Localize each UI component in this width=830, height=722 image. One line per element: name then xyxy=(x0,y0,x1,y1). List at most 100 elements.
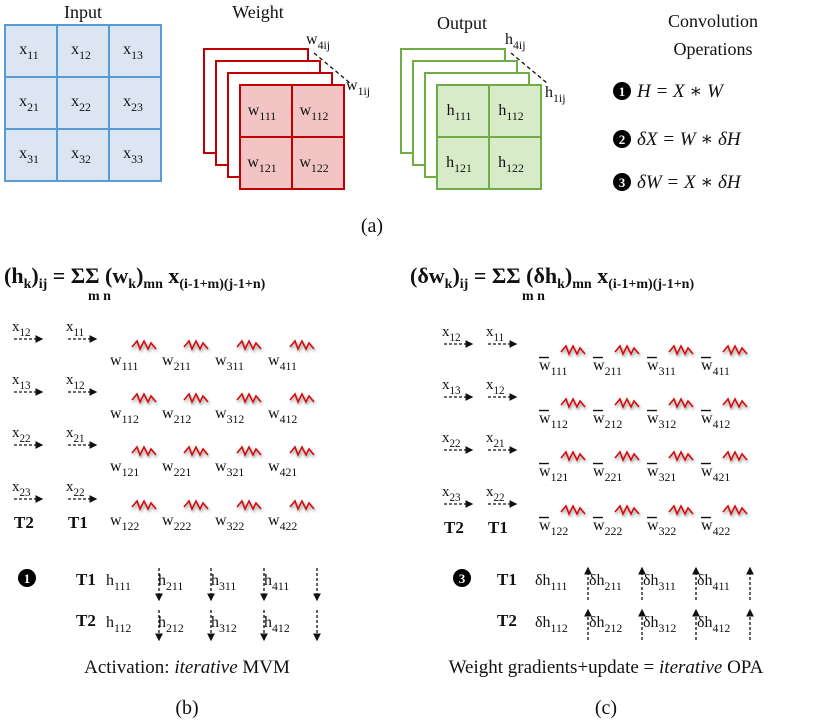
memristor xyxy=(668,344,694,356)
crossbar-weight-label: w221 xyxy=(162,458,191,479)
weight-cell-label: w111 xyxy=(248,102,277,123)
panel-c: (δwk)ij = ΣΣ (δhk)mn x(i-1+m)(j-1+n)m nx… xyxy=(410,263,800,719)
crossbar-weight-label: w122 xyxy=(539,517,568,538)
input-x-label: x22 xyxy=(486,484,505,504)
input-title: Input xyxy=(64,2,102,22)
output-label: δh411 xyxy=(697,572,730,593)
panel-a-caption: (a) xyxy=(361,215,383,237)
panel-label: (b) xyxy=(175,697,198,719)
output-cell-label: h111 xyxy=(447,102,472,123)
crossbar-weight-label: w121 xyxy=(110,458,139,479)
crossbar-weight-label: w122 xyxy=(110,512,139,533)
output-t2-label: T2 xyxy=(497,611,517,630)
step-number: 2 xyxy=(619,132,626,147)
memristor xyxy=(560,504,586,516)
output-t1-label: T1 xyxy=(76,570,96,589)
output-label: h411 xyxy=(264,572,289,593)
ops-title-line2: Operations xyxy=(674,39,753,59)
crossbar-weight-label: w311 xyxy=(647,357,676,378)
output-title: Output xyxy=(437,13,487,33)
input-cell xyxy=(108,76,162,130)
input-cell-label: x23 xyxy=(123,93,143,114)
t1-label: T1 xyxy=(488,518,508,537)
operation-equation: δX = W ∗ δH xyxy=(637,129,742,150)
crossbar-weight-label: w212 xyxy=(593,410,622,431)
crossbar-weight-label: w312 xyxy=(215,405,244,426)
memristor xyxy=(183,392,209,404)
crossbar-weight-label: w312 xyxy=(647,410,676,431)
crossbar-weight-label: w322 xyxy=(647,517,676,538)
input-cell xyxy=(108,128,162,182)
input-cell-label: x32 xyxy=(71,145,91,166)
memristor xyxy=(289,445,315,457)
output-label: h212 xyxy=(158,614,184,635)
input-cell-label: x31 xyxy=(19,145,39,166)
crossbar-weight-label: w411 xyxy=(701,357,730,378)
input-cell xyxy=(108,24,162,78)
crossbar-weight-label: w311 xyxy=(215,352,244,373)
input-x-label: x22 xyxy=(12,425,31,445)
step-number: 3 xyxy=(619,175,626,190)
step-number-badge xyxy=(613,82,631,100)
memristor xyxy=(289,499,315,511)
weight-cell-label: w121 xyxy=(247,154,276,175)
memristor xyxy=(183,499,209,511)
memristor xyxy=(289,392,315,404)
output-label: δh111 xyxy=(535,572,567,593)
input-cell-label: x12 xyxy=(71,41,91,62)
input-x-label: x12 xyxy=(12,319,31,339)
crossbar-weight-label: w222 xyxy=(162,512,191,533)
formula: (δwk)ij = ΣΣ (δhk)mn x(i-1+m)(j-1+n) xyxy=(410,263,694,292)
weight-cell-label: w122 xyxy=(299,154,328,175)
memristor xyxy=(236,499,262,511)
memristor xyxy=(614,344,640,356)
output-cell-label: h112 xyxy=(498,102,523,123)
memristor xyxy=(722,450,748,462)
memristor xyxy=(183,445,209,457)
output-label: δh212 xyxy=(589,614,622,635)
sum-indices: m n xyxy=(88,289,111,304)
crossbar-weight-label: w112 xyxy=(110,405,139,426)
input-x-label: x12 xyxy=(442,324,461,344)
memristor xyxy=(560,397,586,409)
output-label: h311 xyxy=(211,572,236,593)
crossbar-weight-label: w411 xyxy=(268,352,297,373)
crossbar-weight-label: w221 xyxy=(593,463,622,484)
output-label: h112 xyxy=(106,614,131,635)
t2-label: T2 xyxy=(444,518,464,537)
step-number-badge xyxy=(453,569,471,587)
memristor xyxy=(183,339,209,351)
weight-cell-label: w112 xyxy=(300,102,329,123)
input-x-label: x12 xyxy=(486,377,505,397)
output-cell-label: h122 xyxy=(498,154,524,175)
input-x-label: x22 xyxy=(442,430,461,450)
crossbar-weight-label: w211 xyxy=(593,357,622,378)
t2-label: T2 xyxy=(14,513,34,532)
panel-caption: Weight gradients+update = iterative OPA xyxy=(449,657,764,678)
memristor xyxy=(236,445,262,457)
input-cell-label: x22 xyxy=(71,93,91,114)
weight-front-label: w1ij xyxy=(346,77,370,98)
crossbar-weight-label: w211 xyxy=(162,352,191,373)
input-x-label: x21 xyxy=(486,430,505,450)
input-x-label: x13 xyxy=(442,377,461,397)
crossbar-weight-label: w421 xyxy=(701,463,730,484)
step-number: 1 xyxy=(619,84,626,99)
memristor xyxy=(289,339,315,351)
memristor xyxy=(236,392,262,404)
step-number-badge xyxy=(18,569,36,587)
step-number-badge xyxy=(613,130,631,148)
input-cell-label: x11 xyxy=(19,41,38,62)
input-x-label: x11 xyxy=(66,319,84,339)
memristor xyxy=(668,397,694,409)
memristor xyxy=(722,397,748,409)
crossbar-weight-label: w112 xyxy=(539,410,568,431)
memristor xyxy=(236,339,262,351)
memristor xyxy=(614,450,640,462)
panel-b: (hk)ij = ΣΣ (wk)mn x(i-1+m)(j-1+n)m nx12… xyxy=(4,263,370,719)
input-cell xyxy=(4,76,58,130)
memristor xyxy=(560,450,586,462)
operation-equation: δW = X ∗ δH xyxy=(637,172,742,193)
